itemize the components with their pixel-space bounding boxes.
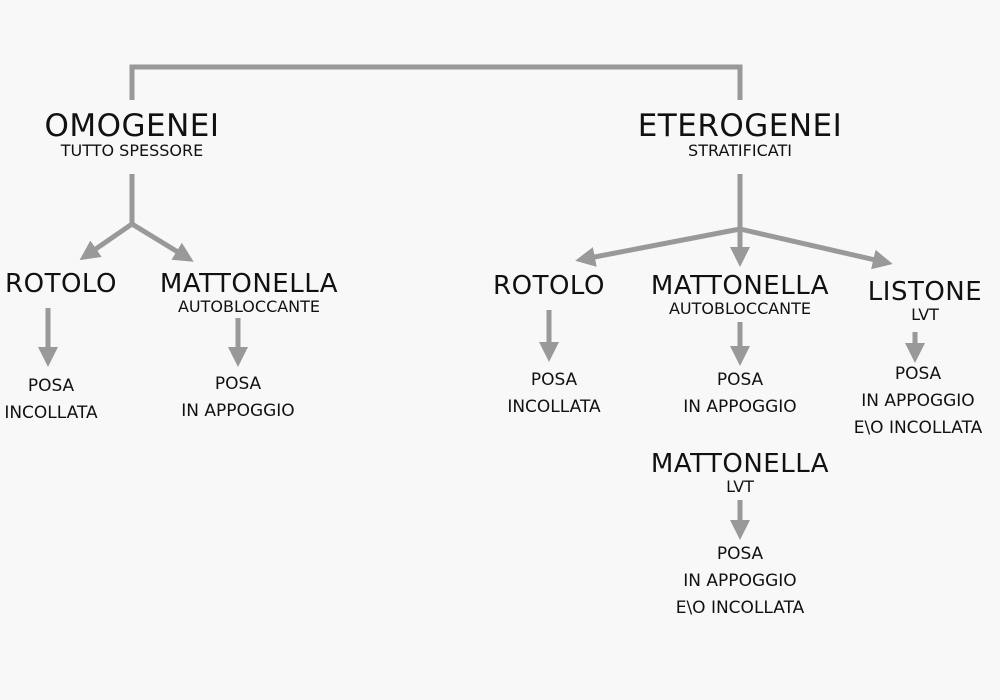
laying-line: INCOLLATA (4, 403, 98, 423)
omogenei-mattonella-node: MATTONELLA AUTOBLOCCANTE (148, 270, 350, 316)
eterogenei-subtitle: STRATIFICATI (688, 141, 792, 160)
laying-line: INCOLLATA (507, 397, 601, 417)
eterogenei-mattonella-node: MATTONELLA AUTOBLOCCANTE (639, 272, 841, 318)
mattonella-lvt-title: MATTONELLA (650, 449, 830, 479)
omogenei-rotolo-node: ROTOLO (0, 270, 122, 298)
laying-line: E\O INCOLLATA (675, 598, 805, 618)
eterogenei-rotolo-title: ROTOLO (493, 271, 605, 301)
mattonella-lvt-node: MATTONELLA LVT (639, 450, 841, 496)
laying-line: POSA (214, 374, 262, 394)
eterogenei-mattonella-title: MATTONELLA (650, 271, 830, 301)
eterogenei-listone-node: LISTONE LVT (858, 278, 992, 324)
laying-line: POSA (716, 370, 764, 390)
eterogenei-mattonella-subtitle: AUTOBLOCCANTE (668, 299, 812, 318)
laying-line: IN APPOGGIO (181, 401, 295, 421)
omogenei-mattonella-laying: POSA IN APPOGGIO (168, 371, 308, 425)
laying-line: POSA (27, 376, 75, 396)
eterogenei-rotolo-node: ROTOLO (486, 272, 612, 300)
omogenei-title: OMOGENEI (44, 108, 220, 144)
eterogenei-listone-laying: POSA IN APPOGGIO E\O INCOLLATA (840, 361, 996, 442)
arrow-to-eterogenei-listone (739, 226, 893, 270)
root-bracket (129, 64, 743, 100)
laying-line: E\O INCOLLATA (853, 418, 983, 438)
laying-line: POSA (716, 544, 764, 564)
laying-line: POSA (530, 370, 578, 390)
laying-line: IN APPOGGIO (683, 571, 797, 591)
eterogenei-rotolo-laying: POSA INCOLLATA (498, 367, 610, 421)
omogenei-connectors (38, 174, 248, 367)
omogenei-subtitle: TUTTO SPESSORE (60, 141, 204, 160)
laying-line: IN APPOGGIO (861, 391, 975, 411)
arrow-to-omogenei-mattonella (130, 221, 194, 262)
eterogenei-title: ETEROGENEI (637, 108, 843, 144)
eterogenei-connectors (539, 174, 925, 540)
eterogenei-node: ETEROGENEI STRATIFICATI (620, 110, 860, 160)
laying-line: IN APPOGGIO (683, 397, 797, 417)
mattonella-lvt-subtitle: LVT (726, 477, 754, 496)
omogenei-rotolo-title: ROTOLO (5, 269, 117, 299)
mattonella-lvt-laying: POSA IN APPOGGIO E\O INCOLLATA (662, 541, 818, 622)
eterogenei-listone-subtitle: LVT (911, 305, 939, 324)
omogenei-rotolo-laying: POSA INCOLLATA (0, 373, 102, 427)
eterogenei-mattonella-laying: POSA IN APPOGGIO (668, 367, 812, 421)
omogenei-node: OMOGENEI TUTTO SPESSORE (32, 110, 232, 160)
omogenei-mattonella-title: MATTONELLA (159, 269, 339, 299)
omogenei-mattonella-subtitle: AUTOBLOCCANTE (177, 297, 321, 316)
laying-line: POSA (894, 364, 942, 384)
arrow-to-omogenei-rotolo (79, 221, 134, 261)
arrow-to-eterogenei-rotolo (575, 226, 741, 267)
eterogenei-listone-title: LISTONE (867, 277, 983, 307)
